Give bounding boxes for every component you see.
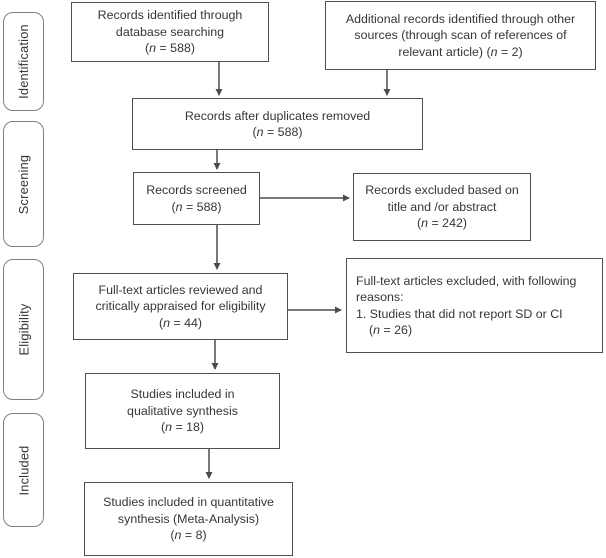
stage-eligibility-label: Eligibility [16, 303, 32, 356]
box-text-line: Additional records identified through ot… [345, 11, 576, 26]
box-text-line: Records identified through [97, 8, 243, 23]
box-text-line: 1. Studies that did not report SD or CI [356, 306, 563, 321]
stage-eligibility: Eligibility [3, 259, 44, 400]
stage-screening: Screening [3, 121, 44, 247]
box-fulltext-reviewed-eligibility: Full-text articles reviewed and criticall… [73, 273, 288, 340]
stage-included-label: Included [16, 445, 32, 495]
box-text-line: synthesis (Meta-Analysis) [117, 511, 260, 526]
stage-screening-label: Screening [16, 154, 31, 214]
box-text-line: Records after duplicates removed [184, 108, 371, 123]
box-text-line: critically appraised for eligibility [95, 299, 266, 314]
box-fulltext-excluded-reasons: Full-text articles excluded, with follow… [346, 258, 603, 353]
box-text-line: relevant article) (n = 2) [398, 44, 523, 59]
box-text-line: Records excluded based on [365, 183, 519, 198]
stage-identification-label: Identification [16, 24, 31, 99]
box-text-line: sources (through scan of references of [354, 28, 567, 43]
box-text-line: database searching [115, 24, 225, 39]
stage-identification: Identification [3, 12, 44, 111]
box-text-line: (n = 588) [145, 41, 195, 56]
box-text-line: reasons: [356, 290, 404, 304]
box-text-line: (n = 242) [417, 216, 467, 231]
box-text-line: (n = 44) [158, 315, 203, 330]
box-text-line: (n = 588) [171, 199, 222, 214]
box-records-after-duplicates-removed: Records after duplicates removed (n = 588… [132, 98, 423, 150]
box-text-line: (n = 588) [252, 125, 303, 139]
box-additional-records-other-sources: Additional records identified through ot… [325, 1, 596, 70]
box-text-line: title and /or abstract [387, 199, 497, 214]
box-text-line: Studies included in [130, 387, 235, 402]
stage-included: Included [3, 413, 44, 527]
box-text-line: Studies included in quantitative [103, 495, 274, 510]
box-text-line: Records screened [146, 183, 247, 197]
box-text-line: qualitative synthesis [127, 403, 238, 418]
box-text-line: (n = 8) [170, 528, 207, 543]
box-records-screened: Records screened (n = 588) [133, 172, 260, 225]
box-text-line: Full-text articles reviewed and [98, 282, 263, 297]
box-text-line: Full-text articles excluded, with follow… [356, 273, 577, 288]
box-text-line: (n = 26) [369, 323, 413, 337]
box-text-line: (n = 18) [160, 420, 205, 435]
